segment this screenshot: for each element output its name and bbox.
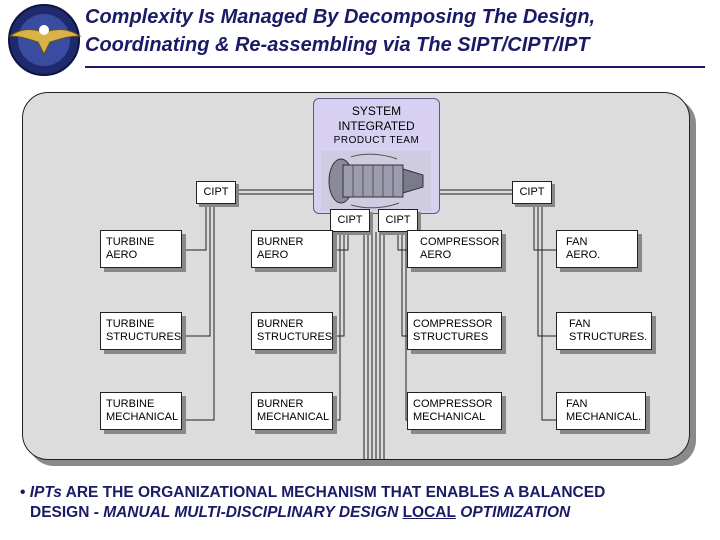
team-name: BURNER	[257, 398, 304, 410]
jet-engine-image	[321, 151, 431, 211]
team-burner-aero: BURNER AERO	[251, 230, 333, 268]
footer-line-2: DESIGN - MANUAL MULTI-DISCIPLINARY DESIG…	[20, 503, 710, 523]
team-discipline: MECHANICAL	[413, 411, 486, 423]
team-discipline: AERO	[106, 249, 138, 261]
footer-optimization: OPTIMIZATION	[455, 504, 571, 521]
footer-bullet-text: • IPTs ARE THE ORGANIZATIONAL MECHANISM …	[20, 483, 710, 523]
slide-title-line-2: Coordinating & Re-assembling via The SIP…	[85, 34, 590, 56]
footer-manual: MANUAL MULTI-DISCIPLINARY DESIGN	[103, 504, 403, 521]
cipt-box-center-left: CIPT	[330, 209, 370, 232]
team-discipline: AERO	[257, 249, 289, 261]
team-burner-mechanical: BURNER MECHANICAL	[251, 392, 333, 430]
team-name: FAN	[566, 398, 588, 410]
cipt-box-center-right: CIPT	[378, 209, 418, 232]
bullet-glyph: •	[20, 484, 26, 501]
team-discipline: AERO	[420, 249, 452, 261]
team-turbine-mechanical: TURBINE MECHANICAL	[100, 392, 182, 430]
team-fan-structures: FAN STRUCTURES.	[556, 312, 652, 350]
sipt-label-line-2: INTEGRATED	[338, 119, 415, 133]
team-discipline: AERO.	[566, 249, 601, 261]
team-name: COMPRESSOR	[413, 398, 493, 410]
footer-design: DESIGN -	[30, 504, 104, 521]
team-fan-aero: FAN AERO.	[556, 230, 638, 268]
cipt-box-left: CIPT	[196, 181, 236, 204]
team-name: COMPRESSOR	[413, 318, 493, 330]
footer-line-1-text: ARE THE ORGANIZATIONAL MECHANISM THAT EN…	[61, 484, 606, 501]
team-discipline: STRUCTURES	[106, 331, 182, 343]
team-burner-structures: BURNER STRUCTURES	[251, 312, 333, 350]
pratt-whitney-eagle-logo	[8, 4, 82, 76]
team-name: BURNER	[257, 318, 304, 330]
sipt-box: SYSTEM INTEGRATED PRODUCT TEAM	[313, 98, 440, 214]
team-name: TURBINE	[106, 236, 155, 248]
team-name: TURBINE	[106, 398, 155, 410]
team-discipline: MECHANICAL.	[566, 411, 642, 423]
team-fan-mechanical: FAN MECHANICAL.	[556, 392, 646, 430]
team-turbine-aero: TURBINE AERO	[100, 230, 182, 268]
team-discipline: STRUCTURES	[413, 331, 489, 343]
title-underline	[85, 66, 705, 68]
footer-local: LOCAL	[402, 504, 456, 521]
footer-line-1: • IPTs ARE THE ORGANIZATIONAL MECHANISM …	[20, 483, 710, 503]
cipt-box-right: CIPT	[512, 181, 552, 204]
team-discipline: STRUCTURES	[257, 331, 333, 343]
team-name: TURBINE	[106, 318, 155, 330]
footer-ipts: IPTs	[29, 484, 62, 501]
team-compressor-mechanical: COMPRESSOR MECHANICAL	[407, 392, 502, 430]
team-name: FAN	[569, 318, 591, 330]
team-discipline: MECHANICAL	[257, 411, 330, 423]
sipt-label-line-3: PRODUCT TEAM	[333, 135, 420, 146]
team-discipline: STRUCTURES.	[569, 331, 648, 343]
team-name: BURNER	[257, 236, 304, 248]
team-compressor-aero: COMPRESSOR AERO	[407, 230, 502, 268]
team-name: COMPRESSOR	[420, 236, 500, 248]
slide-title-line-1: Complexity Is Managed By Decomposing The…	[85, 6, 596, 28]
team-name: FAN	[566, 236, 588, 248]
sipt-label-line-1: SYSTEM	[351, 104, 402, 118]
team-discipline: MECHANICAL	[106, 411, 179, 423]
team-turbine-structures: TURBINE STRUCTURES	[100, 312, 182, 350]
team-compressor-structures: COMPRESSOR STRUCTURES	[407, 312, 502, 350]
